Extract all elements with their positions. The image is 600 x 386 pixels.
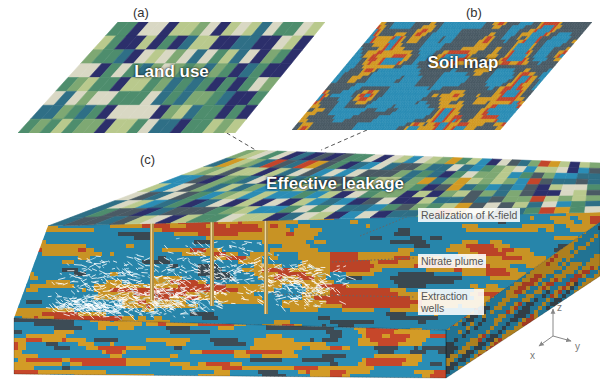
figure-stage: Land useSoil mapEffective leakage (a)(b)… (0, 0, 600, 386)
